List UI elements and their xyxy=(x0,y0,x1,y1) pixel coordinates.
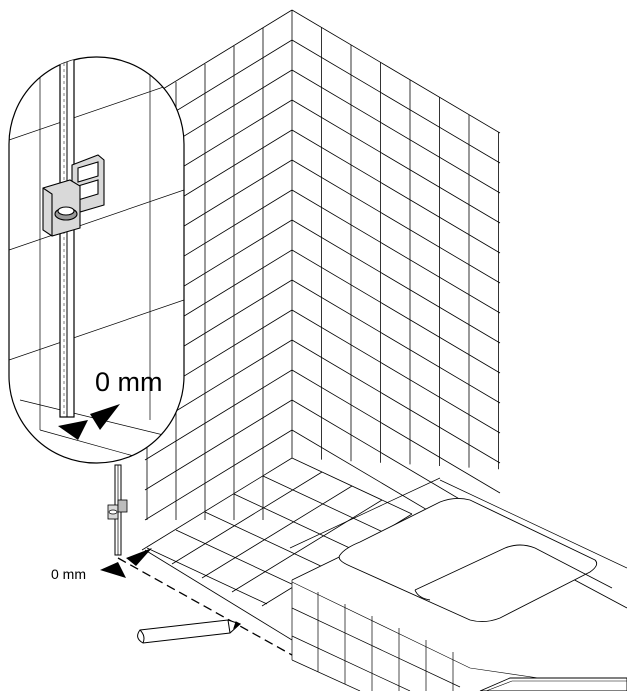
glass-profile-small xyxy=(107,464,128,556)
tile-grout-line xyxy=(144,429,293,521)
bathtub xyxy=(289,477,627,691)
tile-grout-line xyxy=(144,399,293,491)
tile-grout-line xyxy=(144,369,293,461)
tile-grout-line xyxy=(291,129,501,254)
tile-grout-line xyxy=(291,249,501,374)
frame-corner xyxy=(479,677,627,691)
installation-line xyxy=(117,557,293,656)
tile-grout-line xyxy=(291,339,501,464)
tile-grout-line xyxy=(171,471,323,565)
tile-grout-line xyxy=(146,547,268,605)
tile-grout-line xyxy=(291,39,501,164)
tile-grout-line xyxy=(291,159,501,284)
tile-grout-line xyxy=(291,219,501,344)
tile-grout-line xyxy=(291,9,501,134)
tile-grout-line xyxy=(141,457,293,551)
gap-arrows-icon xyxy=(100,548,152,578)
tile-grout-line xyxy=(201,485,353,579)
tile-grout-line xyxy=(144,549,293,641)
tile-grout-line xyxy=(231,499,383,593)
tile-grout-line xyxy=(144,9,293,101)
tub-front-tiles xyxy=(291,580,461,691)
tile-grout-line xyxy=(204,511,326,569)
tile-grout-line xyxy=(175,529,297,587)
tile-grout-line xyxy=(291,279,501,404)
wall-bracket-icon xyxy=(107,499,128,520)
tile-grout-line xyxy=(291,369,501,494)
wall-bracket-detail xyxy=(42,154,105,237)
gap-label-large: 0 mm xyxy=(95,367,163,397)
tile-grout-line xyxy=(291,309,501,434)
tile-grout-line xyxy=(291,189,501,314)
gap-arrows-large-icon xyxy=(58,404,120,440)
detail-magnifier xyxy=(8,56,185,464)
pencil-icon xyxy=(137,619,241,644)
gap-label-small: 0 mm xyxy=(51,566,86,582)
tile-grout-line xyxy=(291,99,501,224)
tile-grout-line xyxy=(291,69,501,194)
